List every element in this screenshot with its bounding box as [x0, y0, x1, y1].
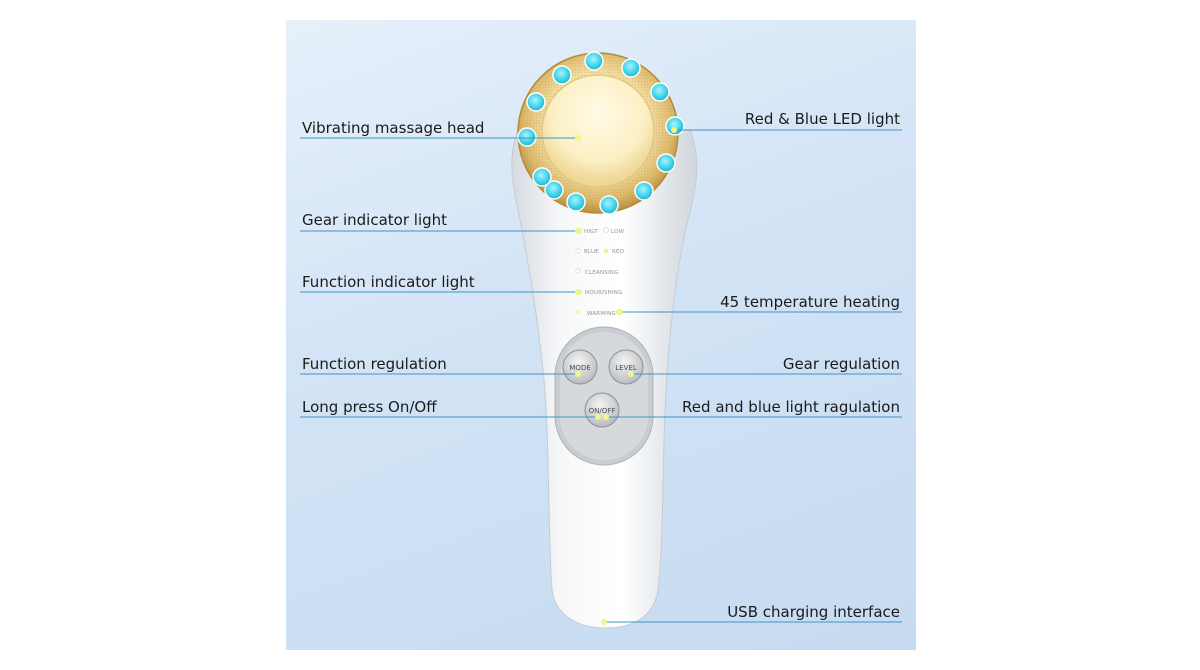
- led-icon: [634, 181, 654, 201]
- callout-red-blue-light-regulation: Red and blue light ragulation: [682, 398, 900, 416]
- label-high: HIGT: [584, 229, 598, 235]
- label-low: LOW: [611, 229, 625, 235]
- level-button-label: LEVEL: [615, 364, 637, 372]
- callout-gear-indicator-light: Gear indicator light: [302, 211, 448, 229]
- onoff-button-label: ON/OFF: [589, 407, 616, 415]
- onoff-button[interactable]: ON/OFF: [584, 392, 620, 428]
- indicator-dot-cleansing: [575, 268, 581, 274]
- label-warming: WARMING: [587, 311, 616, 317]
- led-icon: [566, 192, 586, 212]
- diagram-panel: HIGT LOW BLUE RED CLEANSING NOURISHING W…: [286, 20, 916, 650]
- led-icon: [656, 153, 676, 173]
- callout-dot: [575, 135, 581, 141]
- callout-temperature-heating: 45 temperature heating: [720, 293, 900, 311]
- callout-usb-charging-interface: USB charging interface: [727, 603, 900, 621]
- indicator-dot-low: [603, 227, 609, 233]
- callout-function-indicator-light: Function indicator light: [302, 273, 475, 291]
- led-icon: [532, 167, 552, 187]
- callout-lines: [300, 129, 902, 623]
- callout-gear-regulation: Gear regulation: [782, 355, 900, 373]
- led-icon: [544, 180, 564, 200]
- callout-red-blue-led-light: Red & Blue LED light: [744, 110, 900, 128]
- mode-button[interactable]: MODE: [562, 349, 598, 385]
- led-icon: [599, 195, 619, 215]
- callout-function-regulation: Function regulation: [302, 355, 447, 373]
- callout-dot: [575, 289, 581, 295]
- callout-long-press-onoff: Long press On/Off: [302, 398, 437, 416]
- led-icon: [552, 65, 572, 85]
- mode-button-label: MODE: [569, 364, 590, 372]
- callout-dot: [601, 619, 607, 625]
- level-button[interactable]: LEVEL: [608, 349, 644, 385]
- label-cleansing: CLEANSING: [585, 270, 619, 276]
- led-icon: [621, 58, 641, 78]
- indicator-dot-red: [603, 248, 609, 254]
- callout-dot: [628, 371, 634, 377]
- indicator-dot-warming-left: [575, 309, 581, 315]
- callout-dot: [617, 309, 623, 315]
- callout-dot: [575, 371, 581, 377]
- callout-dot: [595, 414, 601, 420]
- led-icon: [517, 127, 537, 147]
- label-red: RED: [612, 249, 624, 255]
- indicator-dot-blue: [575, 248, 581, 254]
- label-blue: BLUE: [584, 249, 599, 255]
- callout-dot: [671, 127, 677, 133]
- device-illustration: HIGT LOW BLUE RED CLEANSING NOURISHING W…: [300, 51, 902, 629]
- callout-dot: [575, 228, 581, 234]
- led-icon: [650, 82, 670, 102]
- label-nourishing: NOURISHING: [585, 290, 623, 296]
- callout-dots: [575, 127, 677, 625]
- led-ring: [517, 51, 685, 215]
- callout-vibrating-massage-head: Vibrating massage head: [302, 119, 485, 137]
- callout-dot: [603, 414, 609, 420]
- led-icon: [526, 92, 546, 112]
- massage-head-plate: [541, 74, 655, 188]
- led-icon: [584, 51, 604, 71]
